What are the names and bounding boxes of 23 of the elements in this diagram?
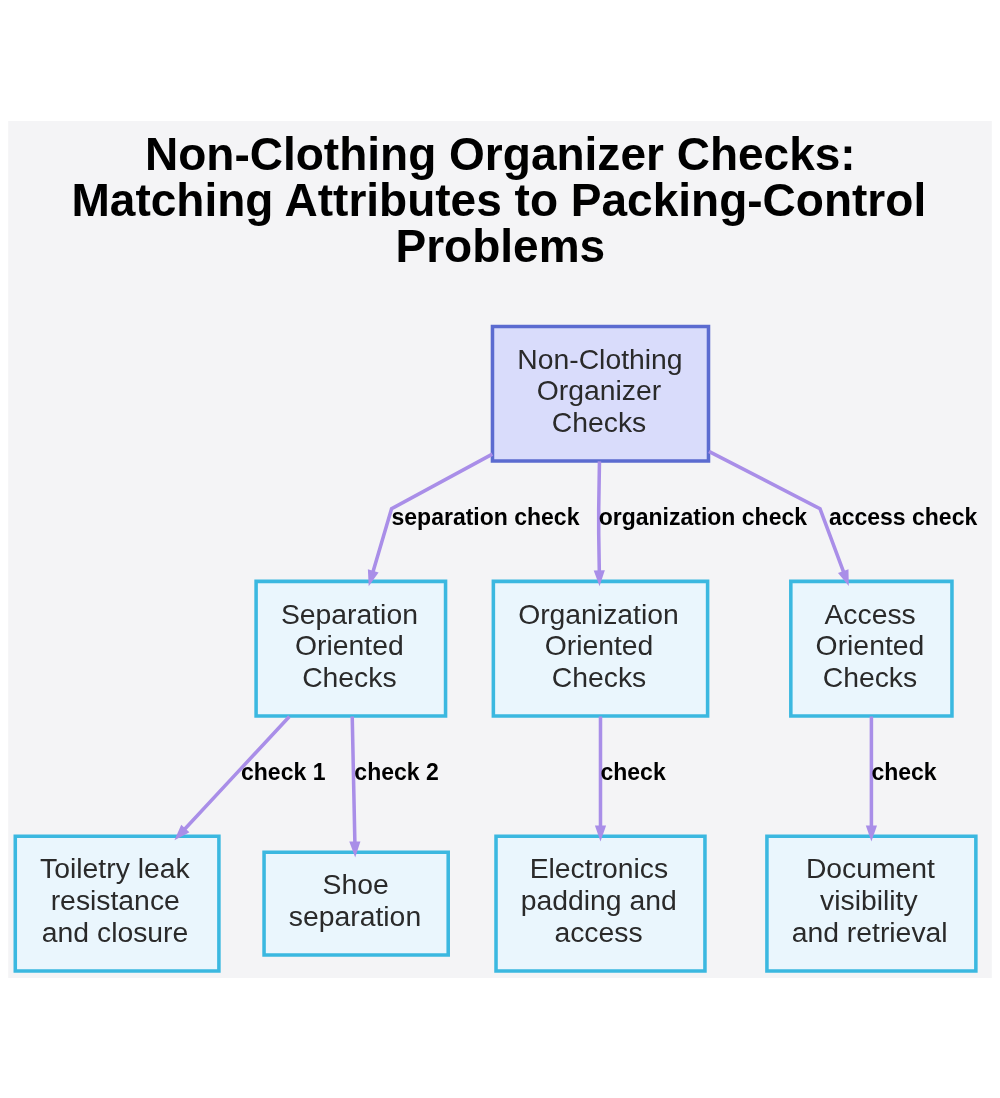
- edge-label: separation check: [391, 503, 580, 530]
- node-box: Separation Oriented Checks: [254, 579, 448, 718]
- arrow: [865, 716, 877, 842]
- node-box: Shoe separation: [262, 850, 450, 957]
- node-box: Non-Clothing Organizer Checks: [490, 324, 711, 463]
- node-box: Electronics padding and access: [494, 834, 707, 973]
- arrow: [594, 716, 607, 842]
- node-box: Document visibility and retrieval: [765, 834, 978, 973]
- node-box: Toiletry leak resistance and closure: [13, 834, 221, 973]
- arrow: [708, 449, 849, 586]
- edge-label: check: [871, 758, 937, 785]
- edge-label: organization check: [598, 503, 808, 530]
- arrow: [174, 714, 291, 840]
- node-box: Access Oriented Checks: [789, 579, 954, 718]
- arrow: [593, 460, 605, 586]
- diagram-title: Non-Clothing Organizer Checks: Matching Attributes to Packing-Control Problems: [71, 127, 927, 272]
- arrow: [367, 452, 494, 586]
- edge-label: check 1: [241, 758, 326, 785]
- node-box: Organization Oriented Checks: [491, 579, 710, 718]
- edge-label: access check: [828, 503, 978, 530]
- arrow: [349, 715, 361, 857]
- edge-label: check 2: [354, 758, 439, 785]
- edge-label: check: [600, 758, 666, 785]
